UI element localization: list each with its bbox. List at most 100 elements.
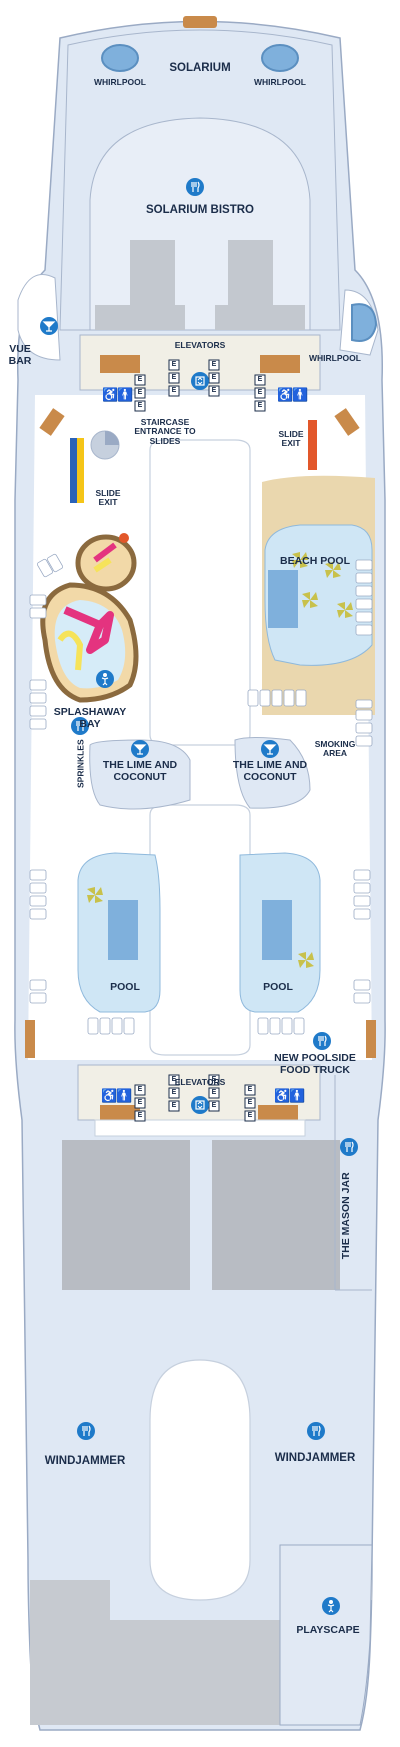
- label-solarium: SOLARIUM: [169, 62, 231, 74]
- fwd-stairs-left: [100, 355, 140, 373]
- label-lime-left: THE LIME AND COCONUT: [102, 759, 178, 783]
- elevator-boxes-aft: [134, 1074, 256, 1122]
- solarium-gray-strip-right: [215, 305, 305, 330]
- cocktail-icon: [40, 317, 58, 335]
- label-slide-exit-left: SLIDE EXIT: [95, 488, 121, 508]
- slide-exit-left-stripe-yellow: [77, 438, 84, 503]
- label-staircase: STAIRCASE ENTRANCE TO SLIDES: [134, 417, 196, 446]
- slide-exit-left-stripe-blue: [70, 438, 77, 503]
- label-lime-right: THE LIME AND COCONUT: [232, 759, 308, 783]
- splashaway-top-yellow: [93, 557, 112, 573]
- label-mason-jar: THE MASON JAR: [340, 1172, 353, 1260]
- splashaway-yellow-slide: [57, 630, 84, 671]
- elevator-car-label: E: [137, 1112, 143, 1119]
- elevator-car-label: E: [171, 387, 177, 394]
- wood-rail-left: [25, 1020, 35, 1058]
- fork-knife-icon: [186, 178, 204, 196]
- label-splashaway-bay: SPLASHAWAY BAY: [53, 706, 127, 730]
- solarium-bistro-outline: [89, 117, 311, 331]
- label-food-truck: NEW POOLSIDE FOOD TRUCK: [274, 1052, 356, 1076]
- elevator-car-label: E: [211, 1089, 217, 1096]
- fork-knife-icon: [340, 1138, 358, 1156]
- elevator-car-label: E: [171, 1076, 177, 1083]
- elevator-car-label: E: [171, 1089, 177, 1096]
- elevator-car-label: E: [171, 374, 177, 381]
- splashaway-pink-slide: [63, 606, 114, 654]
- top-deck-wood: [183, 16, 217, 28]
- umbrellas: [87, 552, 353, 968]
- elevator-car-label: E: [247, 1086, 253, 1093]
- elevator-car-label: E: [211, 361, 217, 368]
- elevator-car-label: E: [171, 1102, 177, 1109]
- wheelchair-icon: ♿: [102, 387, 119, 402]
- elevator-car-label: E: [247, 1112, 253, 1119]
- wood-stair-right-small: [334, 408, 360, 436]
- central-walkway: [149, 439, 251, 746]
- elevator-icon: [191, 372, 209, 390]
- elevator-car-label: E: [137, 1086, 143, 1093]
- elevator-car-label: E: [257, 402, 263, 409]
- wheelchair-icon: ♿: [101, 1088, 118, 1103]
- wheelchair-icon: ♿: [277, 387, 294, 402]
- pool-right-inner: [262, 900, 292, 960]
- restroom-icon: 🚹: [292, 387, 309, 402]
- beach-pool-water: [264, 524, 373, 666]
- fork-knife-icon: [313, 1032, 331, 1050]
- label-elevators-aft: ELEVATORS: [174, 1077, 226, 1087]
- solarium-gray-strip-left: [95, 305, 185, 330]
- elevator-car-label: E: [137, 389, 143, 396]
- whirlpool-right: [261, 44, 299, 72]
- splashaway-top-pink: [93, 542, 117, 563]
- whirlpool-mid: [351, 303, 378, 342]
- elevator-car-label: E: [137, 1099, 143, 1106]
- child-icon: [322, 1597, 340, 1615]
- label-playscape: PLAYSCAPE: [296, 1624, 360, 1636]
- fwd-stairs-right: [260, 355, 300, 373]
- staircase-arc: [105, 431, 119, 445]
- central-walkway-aft: [149, 804, 251, 1056]
- elevator-car-label: E: [257, 389, 263, 396]
- cocktail-icon: [131, 740, 149, 758]
- windjammer-gray-center-lower: [110, 1620, 280, 1725]
- label-elevators-fwd: ELEVATORS: [174, 340, 226, 350]
- elevator-car-label: E: [211, 374, 217, 381]
- elevator-boxes-fwd: [134, 359, 266, 412]
- windjammer-block-left: [62, 1140, 190, 1290]
- label-whirlpool-right: WHIRLPOOL: [254, 77, 306, 87]
- label-vue-bar: VUE BAR: [8, 343, 32, 367]
- elevator-car-label: E: [211, 1102, 217, 1109]
- fork-knife-icon: [77, 1422, 95, 1440]
- windjammer-gray-left-lower: [30, 1580, 110, 1725]
- label-pool-left: POOL: [110, 981, 140, 993]
- vue-bar-nook: [17, 274, 61, 361]
- elevator-icon: [191, 1096, 209, 1114]
- elevator-car-label: E: [257, 376, 263, 383]
- cocktail-icon: [261, 740, 279, 758]
- restroom-icon: 🚹: [117, 387, 134, 402]
- wheelchair-icon: ♿: [274, 1088, 291, 1103]
- elevator-car-label: E: [211, 387, 217, 394]
- fork-knife-icon: [71, 717, 89, 735]
- aft-lobby-strip: [94, 1119, 306, 1137]
- label-whirlpool-mid: WHIRLPOOL: [309, 353, 361, 363]
- wood-rail-right: [366, 1020, 376, 1058]
- label-pool-right: POOL: [263, 981, 293, 993]
- playscape-room: [279, 1544, 373, 1726]
- elevator-car-label: E: [211, 1076, 217, 1083]
- restroom-icon: 🚹: [289, 1088, 306, 1103]
- pool-left-inner: [108, 900, 138, 960]
- loungers: [29, 553, 373, 1035]
- windjammer-center-bay: [149, 1359, 251, 1601]
- slide-exit-right-stripe: [308, 420, 317, 470]
- windjammer-block-right: [212, 1140, 340, 1290]
- lime-coconut-left-area: [89, 739, 191, 810]
- aft-stairs-right: [258, 1105, 298, 1120]
- beach-pool-inner: [268, 570, 298, 628]
- child-icon: [96, 670, 114, 688]
- label-windjammer-right: WINDJAMMER: [274, 1452, 356, 1464]
- label-solarium-bistro: SOLARIUM BISTRO: [146, 204, 254, 216]
- wood-stair-left-small: [39, 408, 65, 436]
- elevator-car-label: E: [137, 376, 143, 383]
- elevator-car-label: E: [247, 1099, 253, 1106]
